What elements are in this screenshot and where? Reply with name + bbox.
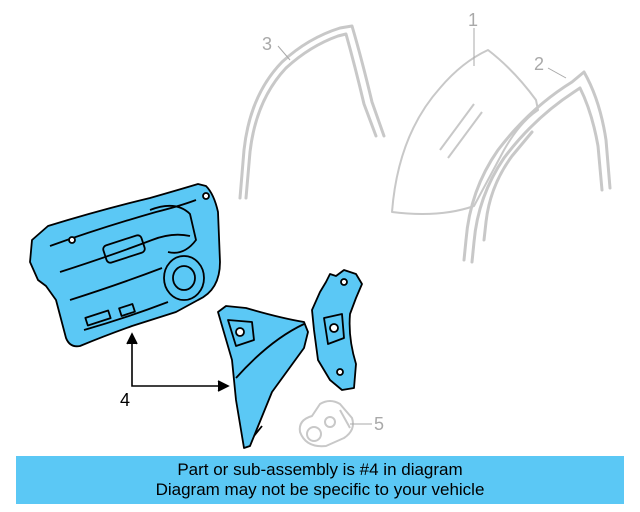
callout-1: 1 (468, 10, 478, 30)
callout-2: 2 (534, 54, 544, 74)
callout-3: 3 (262, 34, 272, 54)
callout-4: 4 (120, 390, 130, 410)
info-banner: Part or sub-assembly is #4 in diagram Di… (16, 456, 624, 504)
callout-2-leader (547, 67, 567, 79)
parts-diagram: 1 2 3 4 5 (29, 10, 612, 449)
callout-4-leader (126, 332, 230, 392)
callout-5: 5 (374, 414, 384, 434)
part-5-window-motor (298, 400, 354, 448)
part-1-door-glass (391, 49, 539, 215)
part-4-door-trim-panel[interactable] (29, 183, 221, 348)
part-2-rear-channel (462, 70, 612, 264)
banner-line-2: Diagram may not be specific to your vehi… (155, 480, 485, 499)
part-3-run-channel (238, 24, 386, 200)
banner-line-1: Part or sub-assembly is #4 in diagram (177, 460, 463, 479)
callout-3-leader (277, 45, 291, 61)
part-4-window-regulator[interactable] (217, 269, 363, 449)
